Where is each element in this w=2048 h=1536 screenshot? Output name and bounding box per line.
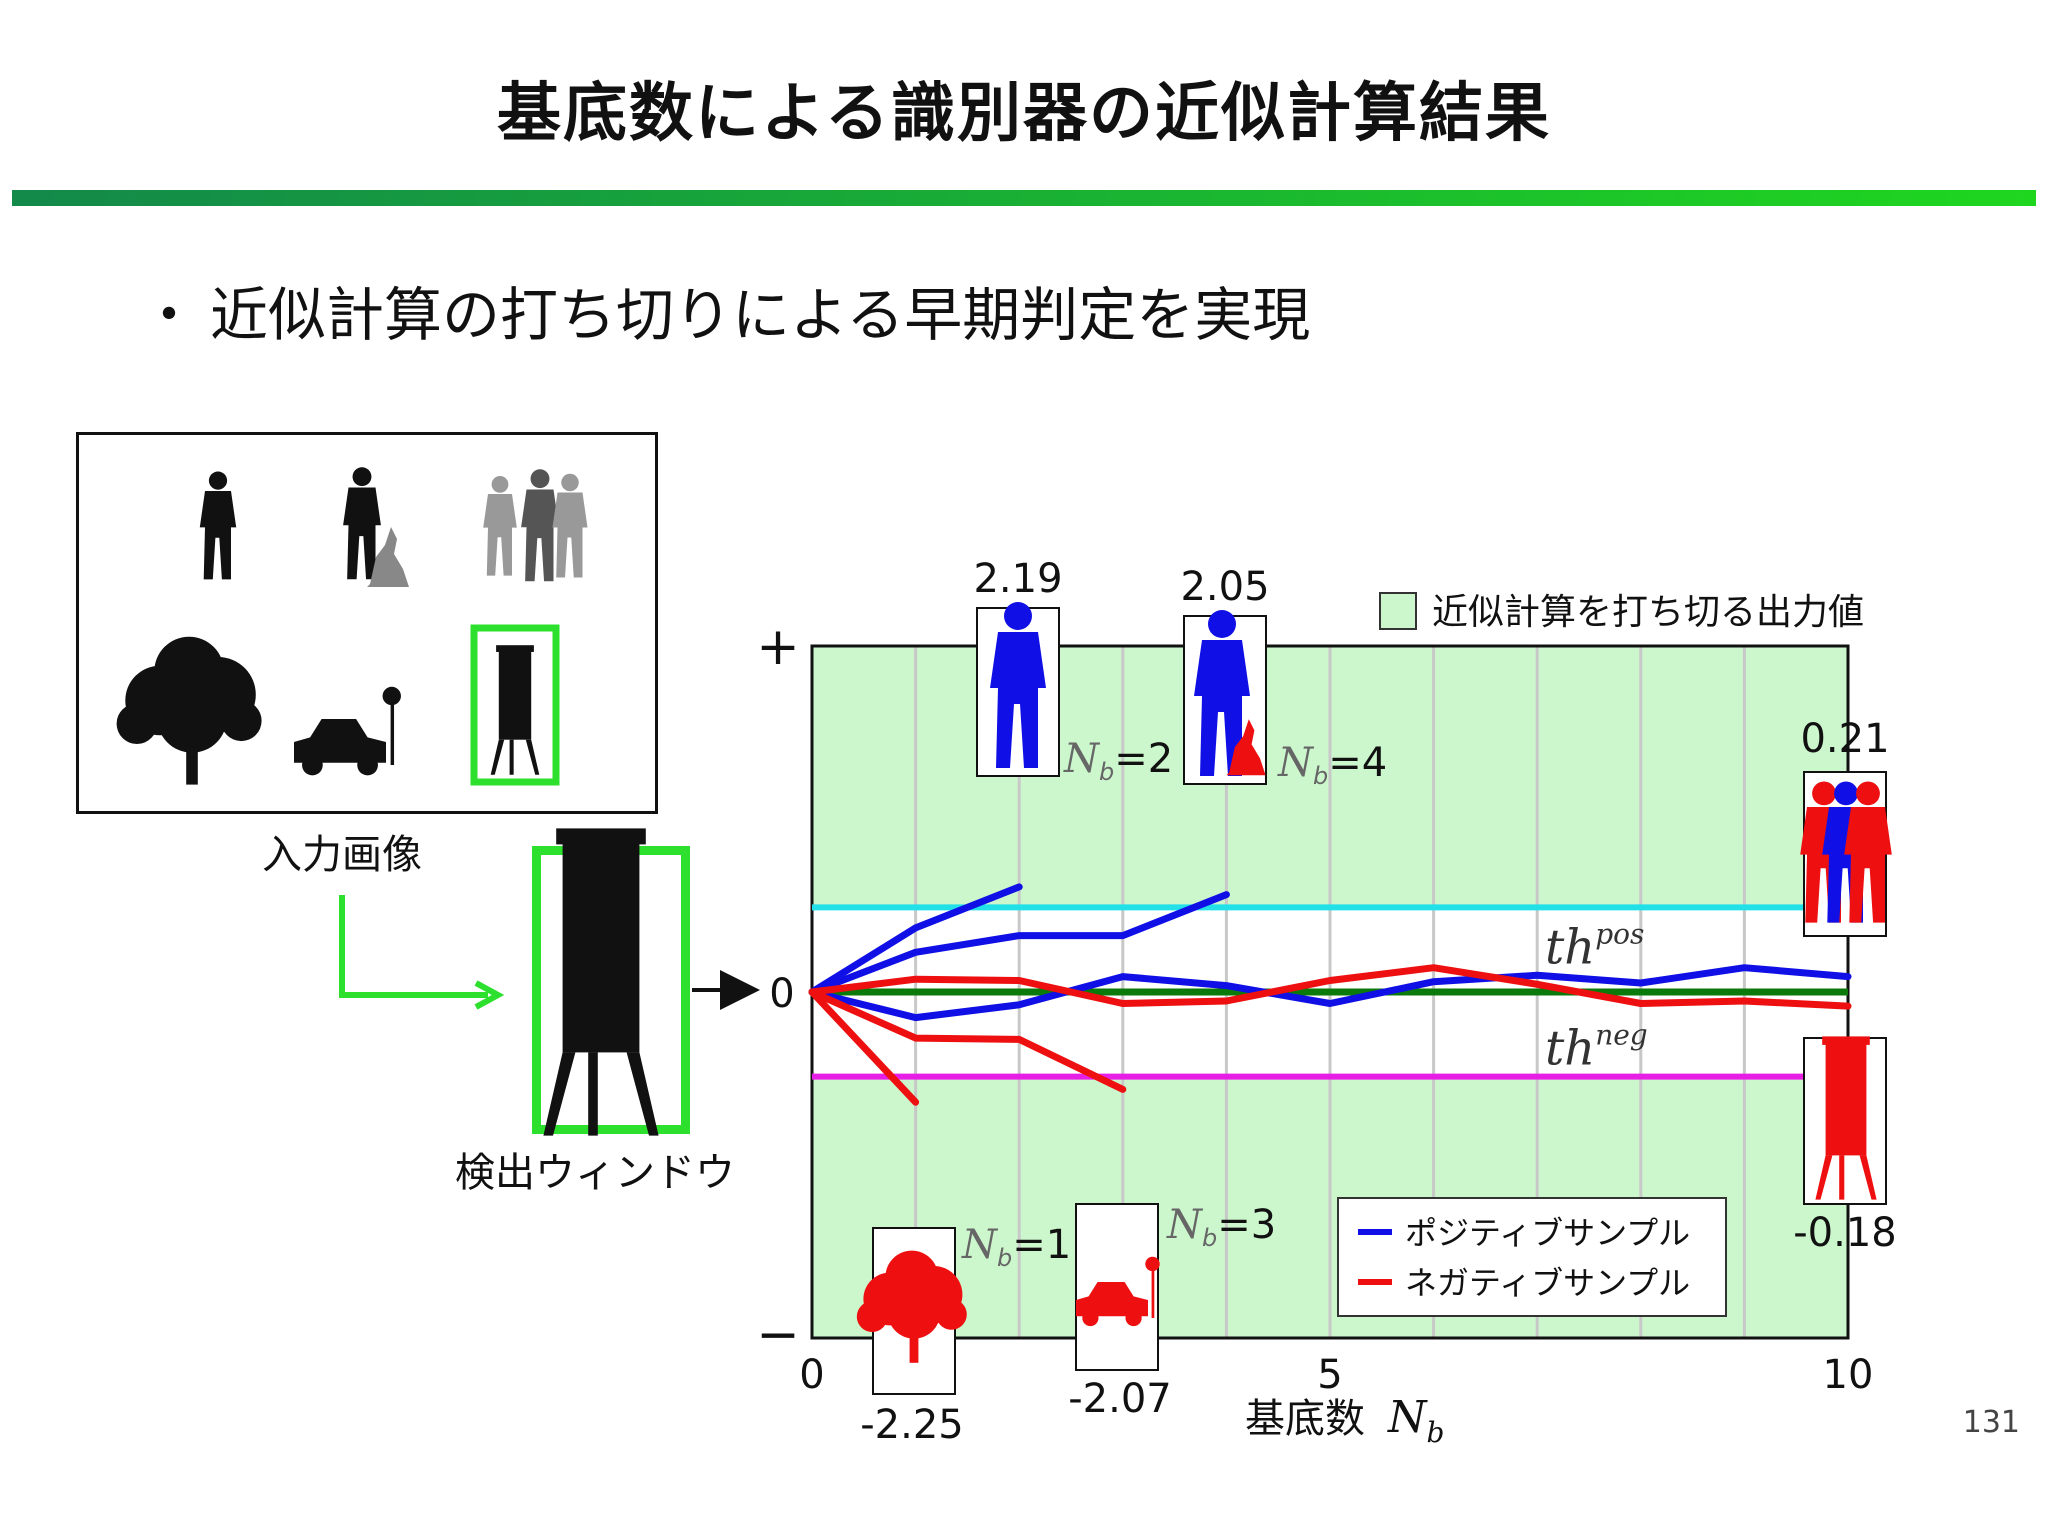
tree-icon xyxy=(116,636,262,785)
car-with-sign-icon xyxy=(294,686,401,776)
detection-window-label: 検出ウィンドウ xyxy=(455,1150,735,1196)
person-icon xyxy=(199,471,237,580)
bullet-point: ・近似計算の打ち切りによる早期判定を実現 xyxy=(140,268,1310,352)
x-tick-label: 0 xyxy=(799,1352,824,1398)
threshold-neg-label: thneg xyxy=(1545,1019,1648,1077)
people-group-icon xyxy=(552,473,588,578)
title-divider xyxy=(12,190,2036,206)
y-tick-plus: + xyxy=(756,617,800,677)
bullet-text: 近似計算の打ち切りによる早期判定を実現 xyxy=(210,281,1311,349)
slide-title: 基底数による識別器の近似計算結果 xyxy=(496,77,1552,151)
shaded-legend-swatch xyxy=(1379,592,1417,630)
legend-box xyxy=(1337,1197,1727,1317)
tower-icon xyxy=(490,645,540,775)
input-window-highlight xyxy=(470,624,560,786)
legend-label: ネガティブサンプル xyxy=(1405,1264,1690,1302)
input-image-label: 入力画像 xyxy=(262,832,422,878)
flow-arrow xyxy=(339,895,488,998)
sample-value-label: 2.19 xyxy=(973,556,1062,602)
page-number: 131 xyxy=(1962,1405,2020,1440)
x-tick-label: 10 xyxy=(1823,1352,1874,1398)
sample-value-label: -2.25 xyxy=(860,1402,964,1448)
positive-series-line-2 xyxy=(808,891,1230,996)
nb-label: Nb=3 xyxy=(1166,1202,1276,1252)
x-axis-label: 基底数 xyxy=(1245,1396,1365,1442)
sample-value-label: -0.18 xyxy=(1793,1210,1897,1256)
nb-label: Nb=4 xyxy=(1277,740,1387,790)
sample-value-label: -2.07 xyxy=(1068,1376,1172,1422)
sample-value-label: 2.05 xyxy=(1180,564,1269,610)
legend-label: ポジティブサンプル xyxy=(1405,1214,1690,1252)
negative-series-line-4 xyxy=(808,988,920,1106)
y-tick-minus: − xyxy=(756,1305,800,1365)
bullet-marker: ・ xyxy=(140,281,199,349)
x-axis-symbol: Nb xyxy=(1387,1392,1444,1449)
window-tower-icon xyxy=(543,828,659,1136)
y-tick-zero: 0 xyxy=(769,971,794,1017)
sample-value-label: 0.21 xyxy=(1800,716,1889,762)
positive-series-line-3 xyxy=(808,964,1852,1022)
threshold-pos-label: thpos xyxy=(1545,917,1644,975)
positive-series-line-1 xyxy=(808,883,1023,996)
x-tick-label: 5 xyxy=(1317,1352,1342,1398)
shaded-legend-label: 近似計算を打ち切る出力値 xyxy=(1432,592,1864,633)
flow-arrow-head xyxy=(474,980,505,1010)
negative-series-line-6 xyxy=(808,964,1852,1010)
negative-series-line-5 xyxy=(808,988,1127,1093)
people-group-icon xyxy=(483,476,517,576)
nb-label: Nb=1 xyxy=(961,1222,1071,1272)
nb-label: Nb=2 xyxy=(1063,736,1173,786)
